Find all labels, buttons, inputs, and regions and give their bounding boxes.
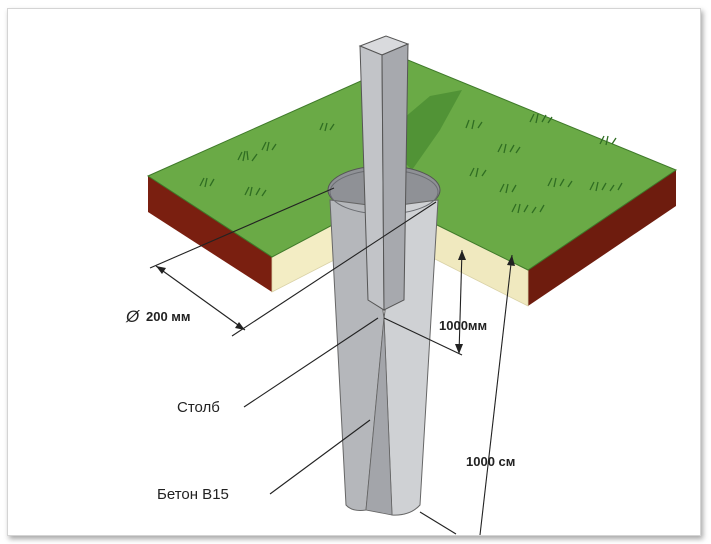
post-label: Столб [177,399,220,416]
post-shadow [402,90,462,170]
diameter-arrow-1 [156,266,166,274]
depth-top-dim [458,249,463,355]
diameter-ext-2 [231,201,437,337]
depth-total-label: 1000 см [466,454,515,469]
depth-top-arrow-1 [458,250,466,260]
grass-tufts [199,113,623,214]
diameter-label: 200 мм [146,309,191,324]
depth-top-arrow-2 [455,344,463,354]
concrete-label: Бетон В15 [157,486,229,503]
diameter-dim [155,265,246,331]
post-right-face [381,43,409,311]
diameter-ext-1 [149,187,335,269]
depth-top-ext-1 [383,317,463,356]
concrete-column-mid [365,317,393,516]
depth-top-label: 1000мм [439,318,487,333]
depth-total-dim [479,254,513,536]
diameter-arrow-2 [235,322,245,330]
concrete-leader [269,419,371,495]
post-leader [243,317,379,408]
soil-edge-right [528,170,676,306]
diameter-symbol: Ø [125,307,141,326]
depth-total-ext [419,511,457,535]
depth-total-arrow [507,255,515,266]
soil-edge-left [148,176,272,292]
